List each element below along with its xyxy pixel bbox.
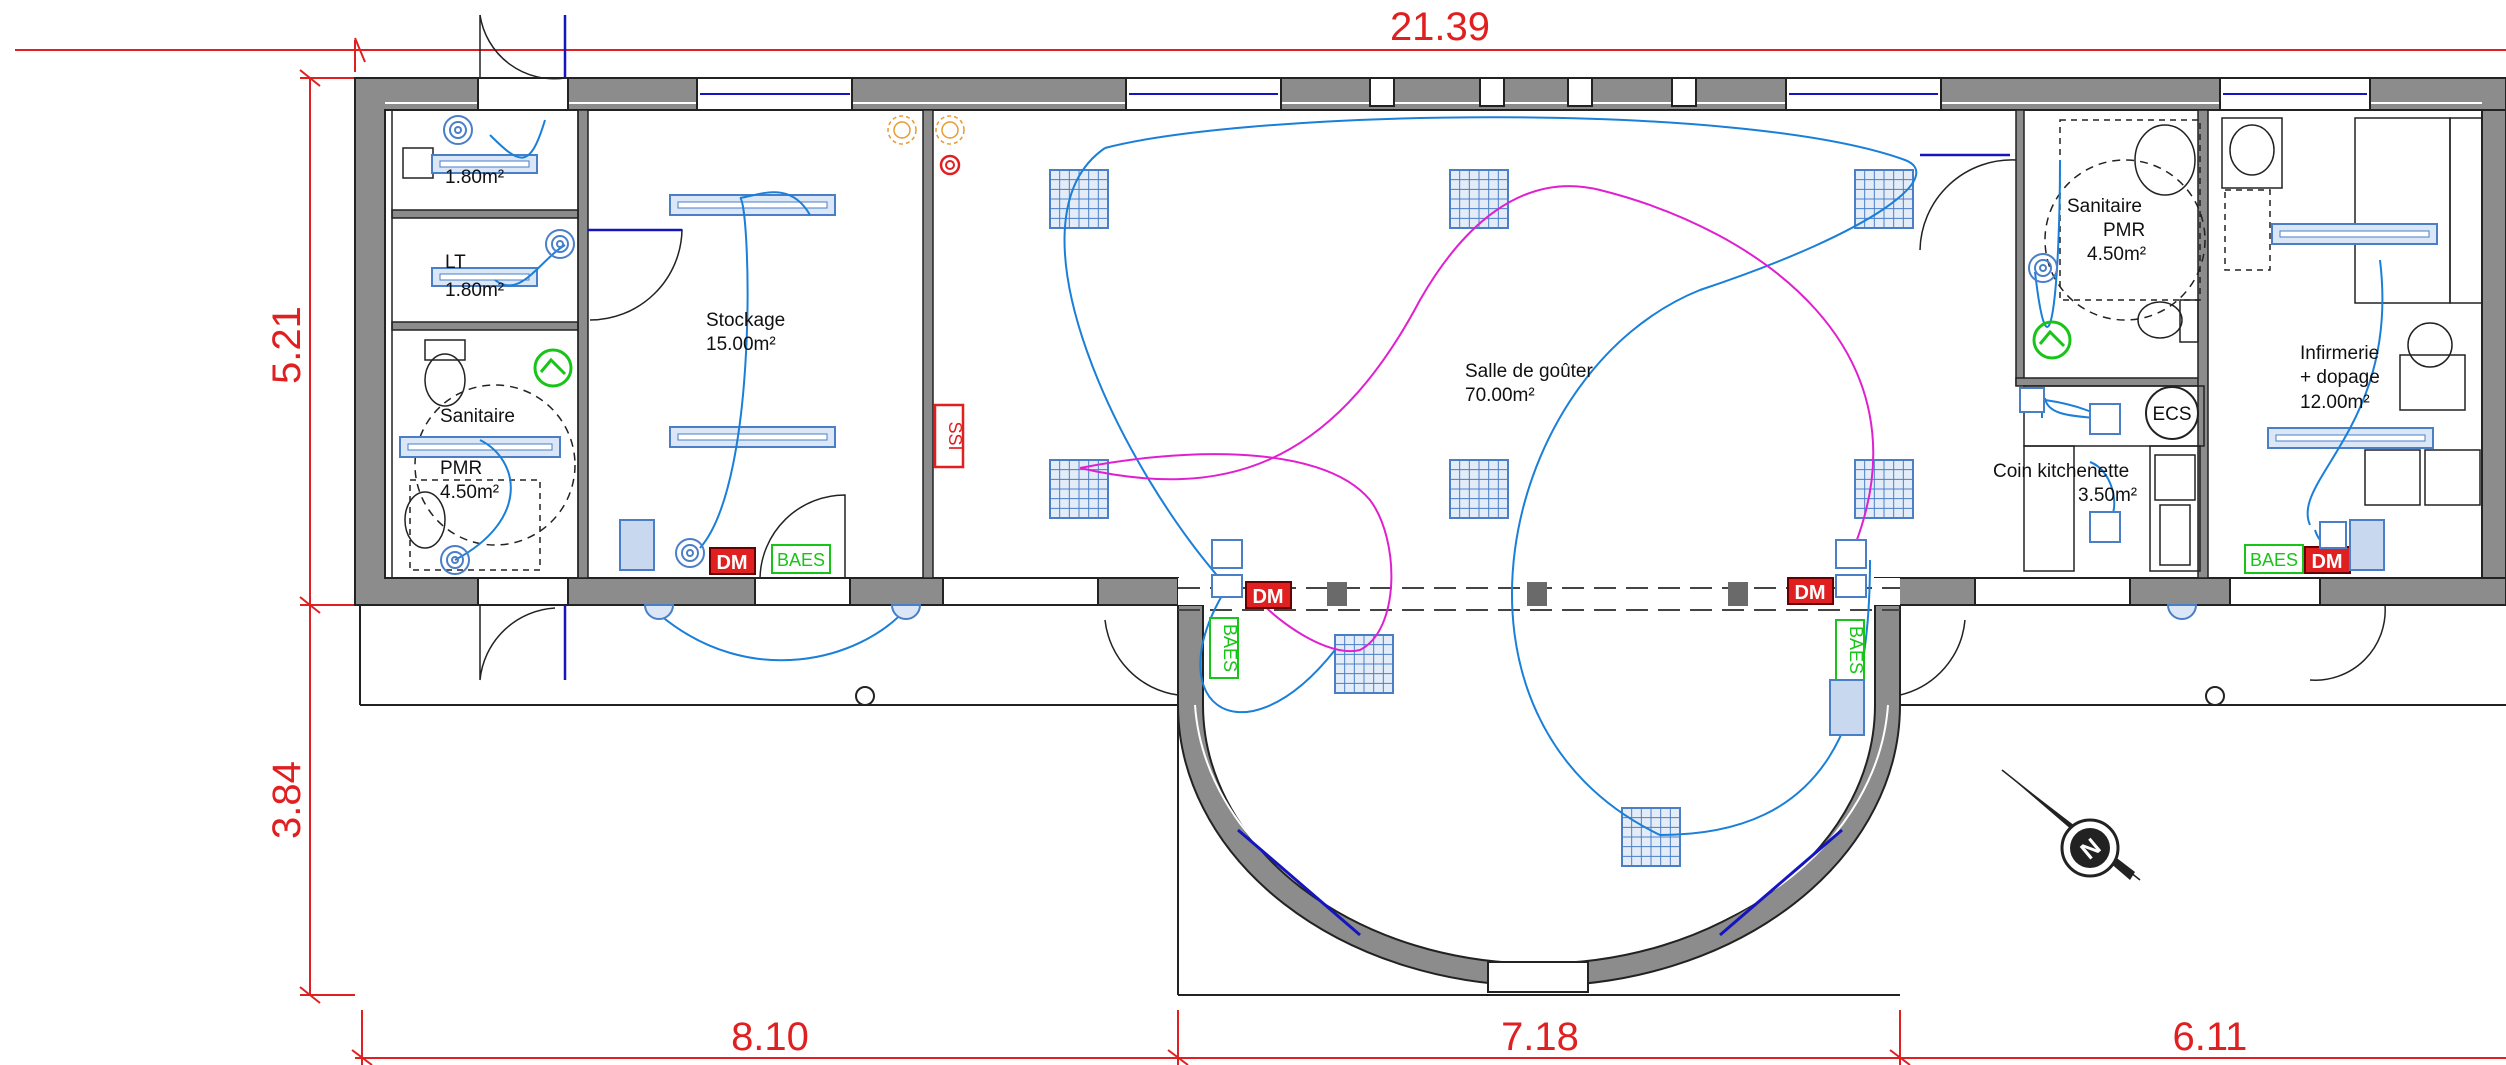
room-name: Coin kitchenette: [1993, 461, 2129, 482]
kitchenette-counter: [2023, 385, 2205, 572]
baes-label: BAES: [777, 550, 825, 570]
socket-boxes: [1211, 387, 2121, 598]
linear-light-fixtures: [399, 154, 2438, 458]
ceiling-tile: [1049, 169, 1109, 229]
ssi-panel: SSI: [933, 403, 965, 469]
exterior-lights: [643, 604, 2198, 620]
dm-label: DM: [2311, 551, 2342, 573]
doors: [479, 14, 2386, 696]
room-area: 15.00m²: [706, 334, 776, 355]
baes-light-4: BAES: [2244, 544, 2304, 574]
baes-light-3: BAES: [1835, 619, 1866, 681]
ssi-label: SSI: [945, 421, 965, 450]
room-area: 4.50m²: [2087, 244, 2146, 265]
ceiling-tile: [1621, 807, 1681, 867]
linear-fixture: [2267, 427, 2434, 449]
dimension-terrace-depth: 3.84: [265, 761, 309, 839]
north-arrow-icon: N: [2001, 769, 2141, 881]
wc-block-outline: [391, 109, 579, 579]
ventilation-icons: [533, 320, 2072, 388]
ceiling-tile: [1449, 169, 1509, 229]
dimension-building-depth: 5.21: [265, 306, 309, 384]
room-infirmerie: Infirmerie + dopage 12.00m²: [2300, 343, 2380, 413]
ceiling-tile: [1449, 459, 1509, 519]
smoke-detectors: [887, 115, 965, 176]
ceiling-tile: [1854, 169, 1914, 229]
ceiling-light-tiles: [1049, 169, 1914, 867]
room-wc-top: 1.80m²: [445, 167, 504, 188]
wiring-network-magenta: [1079, 185, 1875, 653]
room-sanitaire-right: Sanitaire PMR 4.50m²: [2067, 196, 2146, 265]
dimension-lines: [15, 37, 2506, 1065]
access-point-icons: [440, 115, 2058, 575]
dimension-overall-width: 21.39: [1390, 5, 1490, 49]
dimension-right-width: 6.11: [2173, 1015, 2248, 1059]
sanitary-fixtures: [402, 117, 2283, 571]
room-area: 4.50m²: [440, 482, 499, 503]
room-sub: PMR: [440, 458, 482, 479]
room-area: 70.00m²: [1465, 385, 1535, 406]
baes-light-2: BAES: [1209, 617, 1240, 679]
room-area: 3.50m²: [2078, 485, 2137, 506]
room-name: Sanitaire: [440, 406, 515, 427]
room-area: 1.80m²: [445, 167, 504, 188]
beam-line: [1178, 582, 1900, 611]
dm-label: DM: [1794, 582, 1825, 604]
room-sub: PMR: [2103, 220, 2145, 241]
baes-label: BAES: [2250, 550, 2298, 570]
dm-call-point-2: DM: [1245, 581, 1292, 609]
ecs-water-heater: ECS: [2145, 386, 2199, 440]
linear-fixture: [2271, 223, 2438, 245]
door-leaves-blue: [563, 15, 2010, 680]
baes-label: BAES: [1220, 624, 1240, 672]
baes-label: BAES: [1846, 626, 1866, 674]
linear-fixture: [399, 436, 561, 458]
linear-fixture: [431, 154, 538, 174]
linear-fixture: [669, 194, 836, 216]
windows-top: [477, 77, 2371, 111]
wiring-network-blue: [454, 116, 2384, 837]
dm-call-point-4: DM: [2304, 546, 2351, 574]
room-name: Salle de goûter: [1465, 361, 1593, 382]
room-lt: LT 1.80m²: [445, 252, 504, 301]
ceiling-tile: [1049, 459, 1109, 519]
dm-call-point-3: DM: [1787, 577, 1834, 605]
interior-partitions: [391, 109, 2209, 579]
room-name: LT: [445, 252, 466, 273]
dimension-center-width: 7.18: [1501, 1015, 1579, 1059]
ceiling-tile: [1854, 459, 1914, 519]
infirmary-furniture: [2354, 117, 2483, 506]
room-kitchenette: Coin kitchenette 3.50m²: [1993, 461, 2137, 506]
room-stockage: Stockage 15.00m²: [706, 310, 785, 355]
room-sub: + dopage: [2300, 367, 2380, 388]
electrical-panels: [619, 519, 2385, 736]
linear-fixture: [669, 426, 836, 448]
dimension-left-width: 8.10: [731, 1015, 809, 1059]
terrace-outline: [359, 605, 2506, 996]
dm-label: DM: [716, 552, 747, 574]
linear-fixture: [431, 267, 538, 287]
room-name: Infirmerie: [2300, 343, 2379, 364]
room-area: 12.00m²: [2300, 392, 2370, 413]
ecs-label: ECS: [2152, 404, 2191, 425]
room-name: Stockage: [706, 310, 785, 331]
room-salle-de-gouter: Salle de goûter 70.00m²: [1465, 361, 1593, 406]
room-sanitaire-left: Sanitaire PMR 4.50m²: [440, 406, 515, 503]
baes-light-1: BAES: [771, 544, 831, 574]
windows-bottom: [477, 577, 2321, 606]
dm-label: DM: [1252, 586, 1283, 608]
ceiling-tile: [1334, 634, 1394, 694]
dm-call-point-1: DM: [709, 547, 756, 575]
room-name: Sanitaire: [2067, 196, 2142, 217]
room-area: 1.80m²: [445, 280, 504, 301]
